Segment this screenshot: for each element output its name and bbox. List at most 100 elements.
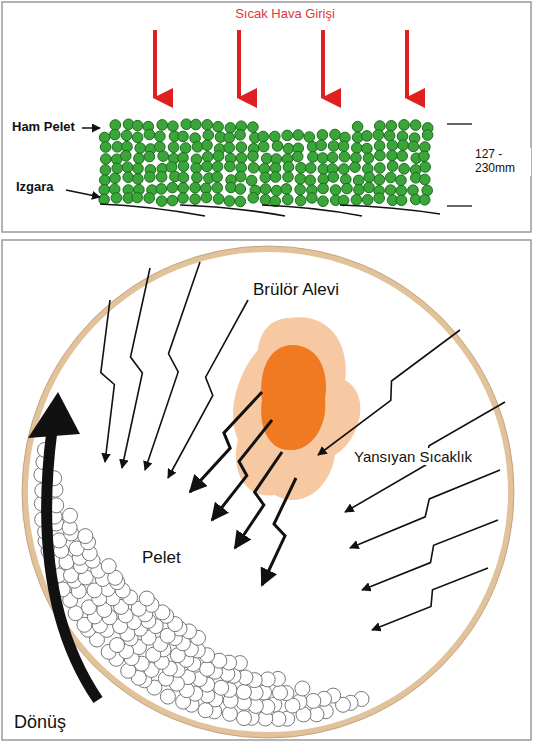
green-pellet xyxy=(236,153,247,164)
white-pellet xyxy=(198,703,213,718)
green-pellet xyxy=(203,130,214,141)
green-pellet xyxy=(135,143,146,154)
green-pellet xyxy=(282,194,293,205)
bottom-panel xyxy=(2,240,531,740)
green-pellet xyxy=(202,140,213,151)
white-pellet xyxy=(306,693,321,708)
green-pellet xyxy=(178,193,189,204)
green-pellet xyxy=(352,121,363,132)
green-pellet xyxy=(398,140,409,151)
green-pellet xyxy=(180,143,191,154)
green-pellet xyxy=(99,185,110,196)
green-pellet xyxy=(110,120,121,131)
white-pellet xyxy=(78,529,93,544)
green-pellet xyxy=(156,172,167,183)
green-pellet xyxy=(350,162,361,173)
heat-arrow xyxy=(122,268,150,468)
green-pellet xyxy=(167,195,178,206)
green-pellet xyxy=(213,121,224,132)
green-pellet xyxy=(132,192,143,203)
green-pellet xyxy=(260,172,271,183)
green-pellet xyxy=(112,142,123,153)
green-pellet xyxy=(362,143,373,154)
heat-arrow xyxy=(362,520,498,590)
green-pellet xyxy=(422,130,433,141)
burner-flame-core xyxy=(261,345,326,450)
green-pellet xyxy=(110,129,121,140)
green-pellet xyxy=(338,141,349,152)
green-pellet xyxy=(235,130,246,141)
leader-line xyxy=(82,127,100,129)
green-pellet xyxy=(305,163,316,174)
label: Yansıyan Sıcaklık xyxy=(352,448,474,465)
green-pellet xyxy=(144,151,155,162)
green-pellet xyxy=(260,184,271,195)
green-pellet xyxy=(101,154,112,165)
green-pellet xyxy=(396,195,407,206)
heat-arrow xyxy=(350,470,500,548)
green-pellet xyxy=(99,194,110,205)
green-pellet xyxy=(385,185,396,196)
green-pellet xyxy=(248,151,259,162)
green-pellet xyxy=(121,130,132,141)
heat-arrows xyxy=(101,262,505,630)
green-pellet xyxy=(168,142,179,153)
heat-arrow xyxy=(345,402,505,512)
green-pellet xyxy=(399,164,410,175)
label: Sıcak Hava Girişi xyxy=(233,7,337,22)
green-pellet xyxy=(384,130,395,141)
green-pellet xyxy=(387,161,398,172)
green-pellet xyxy=(191,119,202,130)
green-pellet xyxy=(363,153,374,164)
green-pellet xyxy=(375,150,386,161)
green-pellet xyxy=(235,196,246,207)
white-pellet xyxy=(139,591,154,606)
green-pellet xyxy=(339,164,350,175)
green-pellet xyxy=(224,142,235,153)
green-pellet xyxy=(408,141,419,152)
green-pellet xyxy=(385,172,396,183)
green-pellet xyxy=(317,153,328,164)
green-pellet xyxy=(100,175,111,186)
green-pellet xyxy=(212,161,223,172)
green-pellet xyxy=(144,193,155,204)
green-pellet xyxy=(248,193,259,204)
green-pellet xyxy=(374,193,385,204)
green-pellet xyxy=(258,141,269,152)
heat-arrow xyxy=(101,300,115,462)
green-pellet xyxy=(362,195,373,206)
green-pellet xyxy=(178,172,189,183)
green-pellet xyxy=(261,153,272,164)
green-pellet xyxy=(374,141,385,152)
green-pellet xyxy=(420,162,431,173)
green-pellet xyxy=(192,172,203,183)
green-pellet xyxy=(168,121,179,132)
green-pellet xyxy=(410,120,421,131)
green-pellet xyxy=(296,163,307,174)
green-pellet xyxy=(248,163,259,174)
green-pellet xyxy=(373,130,384,141)
green-pellet xyxy=(295,184,306,195)
green-pellet xyxy=(305,175,316,186)
green-pellet xyxy=(293,130,304,141)
green-pellet xyxy=(283,172,294,183)
hot-air-arrows xyxy=(155,30,407,98)
green-pellet xyxy=(374,174,385,185)
green-pellet xyxy=(318,183,329,194)
green-pellet xyxy=(100,142,111,153)
green-pellet xyxy=(235,184,246,195)
green-pellet xyxy=(99,132,110,143)
green-pellet xyxy=(132,132,143,143)
heat-arrow xyxy=(262,478,296,585)
green-pellet xyxy=(270,172,281,183)
pellet-bed xyxy=(99,119,433,207)
green-pellet xyxy=(352,143,363,154)
green-pellet xyxy=(307,193,318,204)
white-pellet xyxy=(200,661,215,676)
label: Brülör Alevi xyxy=(251,280,341,300)
green-pellet xyxy=(213,151,224,162)
green-pellet xyxy=(364,172,375,183)
green-pellet xyxy=(354,185,365,196)
green-pellet xyxy=(144,129,155,140)
green-pellet xyxy=(100,165,111,176)
